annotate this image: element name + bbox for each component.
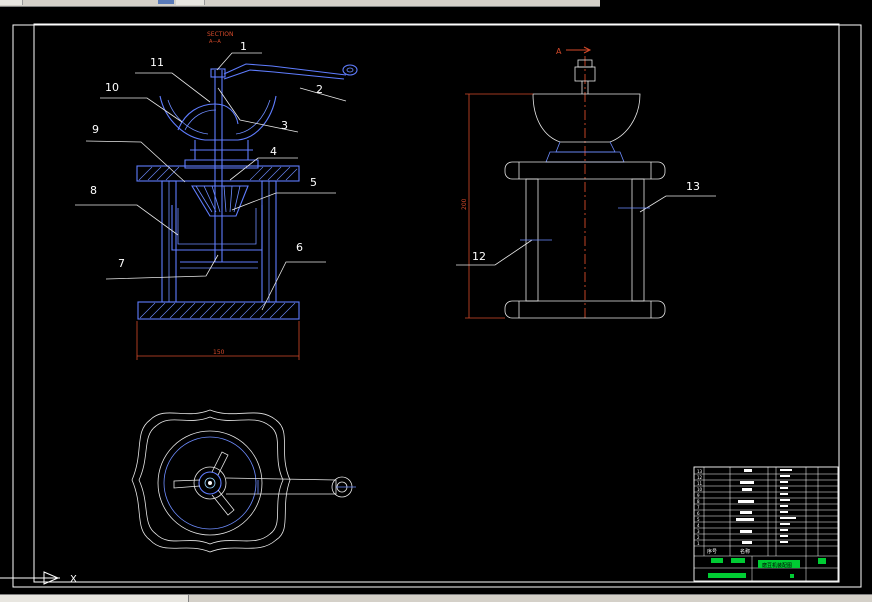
toolbar-button[interactable] (176, 0, 205, 5)
status-bar (0, 594, 872, 602)
title-row-5: 5 (697, 517, 700, 522)
title-header-seq: 序号 (707, 548, 717, 555)
application-toolbar (0, 0, 600, 7)
callout-12-leader (456, 239, 533, 266)
callout-9: 9 (92, 123, 99, 136)
width-dimension-text: 150 (213, 349, 225, 356)
drawer (171, 205, 263, 251)
callout-leaders (75, 52, 347, 311)
front-right-column (631, 178, 645, 302)
callout-10: 10 (105, 81, 119, 94)
height-dimension-text: 200 (461, 198, 468, 210)
top-plate-hatch (138, 166, 298, 181)
base-plate (137, 301, 300, 320)
toolbar-button[interactable] (0, 0, 23, 5)
title-row-13: 13 (697, 469, 703, 474)
ucs-icon: X (0, 571, 77, 585)
view-arrow (566, 46, 592, 54)
crank-knob (342, 64, 358, 76)
title-row-9: 9 (697, 493, 700, 498)
crank-arm (223, 63, 347, 76)
drawing-frame (33, 23, 840, 583)
ucs-x-label: X (70, 574, 77, 585)
top-plate (136, 165, 300, 182)
base-plate-hatch (139, 302, 296, 319)
callout-8: 8 (90, 184, 97, 197)
sheet-outer-border (12, 24, 862, 588)
height-dimension: 200 (461, 93, 533, 319)
blade-3 (173, 479, 201, 489)
callout-13: 13 (686, 180, 700, 193)
title-row-2: 2 (697, 535, 700, 540)
shaft-cap (210, 68, 226, 78)
callout-12: 12 (472, 250, 486, 263)
title-block-highlights (708, 558, 826, 578)
callout-6: 6 (296, 241, 303, 254)
title-row-10: 10 (697, 487, 703, 492)
callout-2: 2 (316, 83, 323, 96)
toolbar-layer-chip[interactable] (158, 0, 174, 4)
title-row-7: 7 (697, 505, 700, 510)
title-row-1: 1 (697, 541, 700, 546)
front-view: A 200 12 13 (456, 46, 716, 319)
title-block: 13 12 11 10 9 8 7 6 5 4 3 2 1 (693, 466, 839, 582)
status-tab-layout3[interactable] (140, 595, 189, 602)
title-row-6: 6 (697, 511, 700, 516)
section-sub-label: A—A (209, 39, 221, 45)
burr-housing (184, 159, 259, 169)
width-dimension: 150 (136, 321, 300, 360)
top-view-outline (131, 409, 291, 553)
callout-13-leader (639, 195, 716, 213)
callout-5: 5 (310, 176, 317, 189)
top-view-bowl-outer (157, 430, 263, 536)
callout-7: 7 (118, 257, 125, 270)
title-row-11: 11 (697, 481, 703, 486)
callout-11: 11 (150, 56, 164, 69)
blade-1 (211, 451, 229, 476)
callout-1: 1 (240, 40, 247, 53)
hopper-bowl (159, 95, 277, 141)
section-view: SECTION A—A (75, 31, 358, 360)
grinding-cone (191, 185, 249, 217)
title-drawing-name: 磨豆机装配图 (762, 562, 792, 569)
callout-4: 4 (270, 145, 277, 158)
front-top-plate (504, 161, 666, 180)
title-row-12: 12 (697, 475, 703, 480)
callout-3: 3 (281, 119, 288, 132)
title-row-8: 8 (697, 499, 700, 504)
section-label: SECTION (207, 31, 233, 38)
title-row-4: 4 (697, 523, 700, 528)
title-header-name: 名称 (740, 548, 750, 555)
blade-2 (211, 489, 235, 516)
front-base-plate (504, 300, 666, 319)
title-row-3: 3 (697, 529, 700, 534)
front-bowl (532, 93, 641, 143)
top-view (131, 409, 356, 553)
view-arrow-label: A (556, 47, 562, 56)
